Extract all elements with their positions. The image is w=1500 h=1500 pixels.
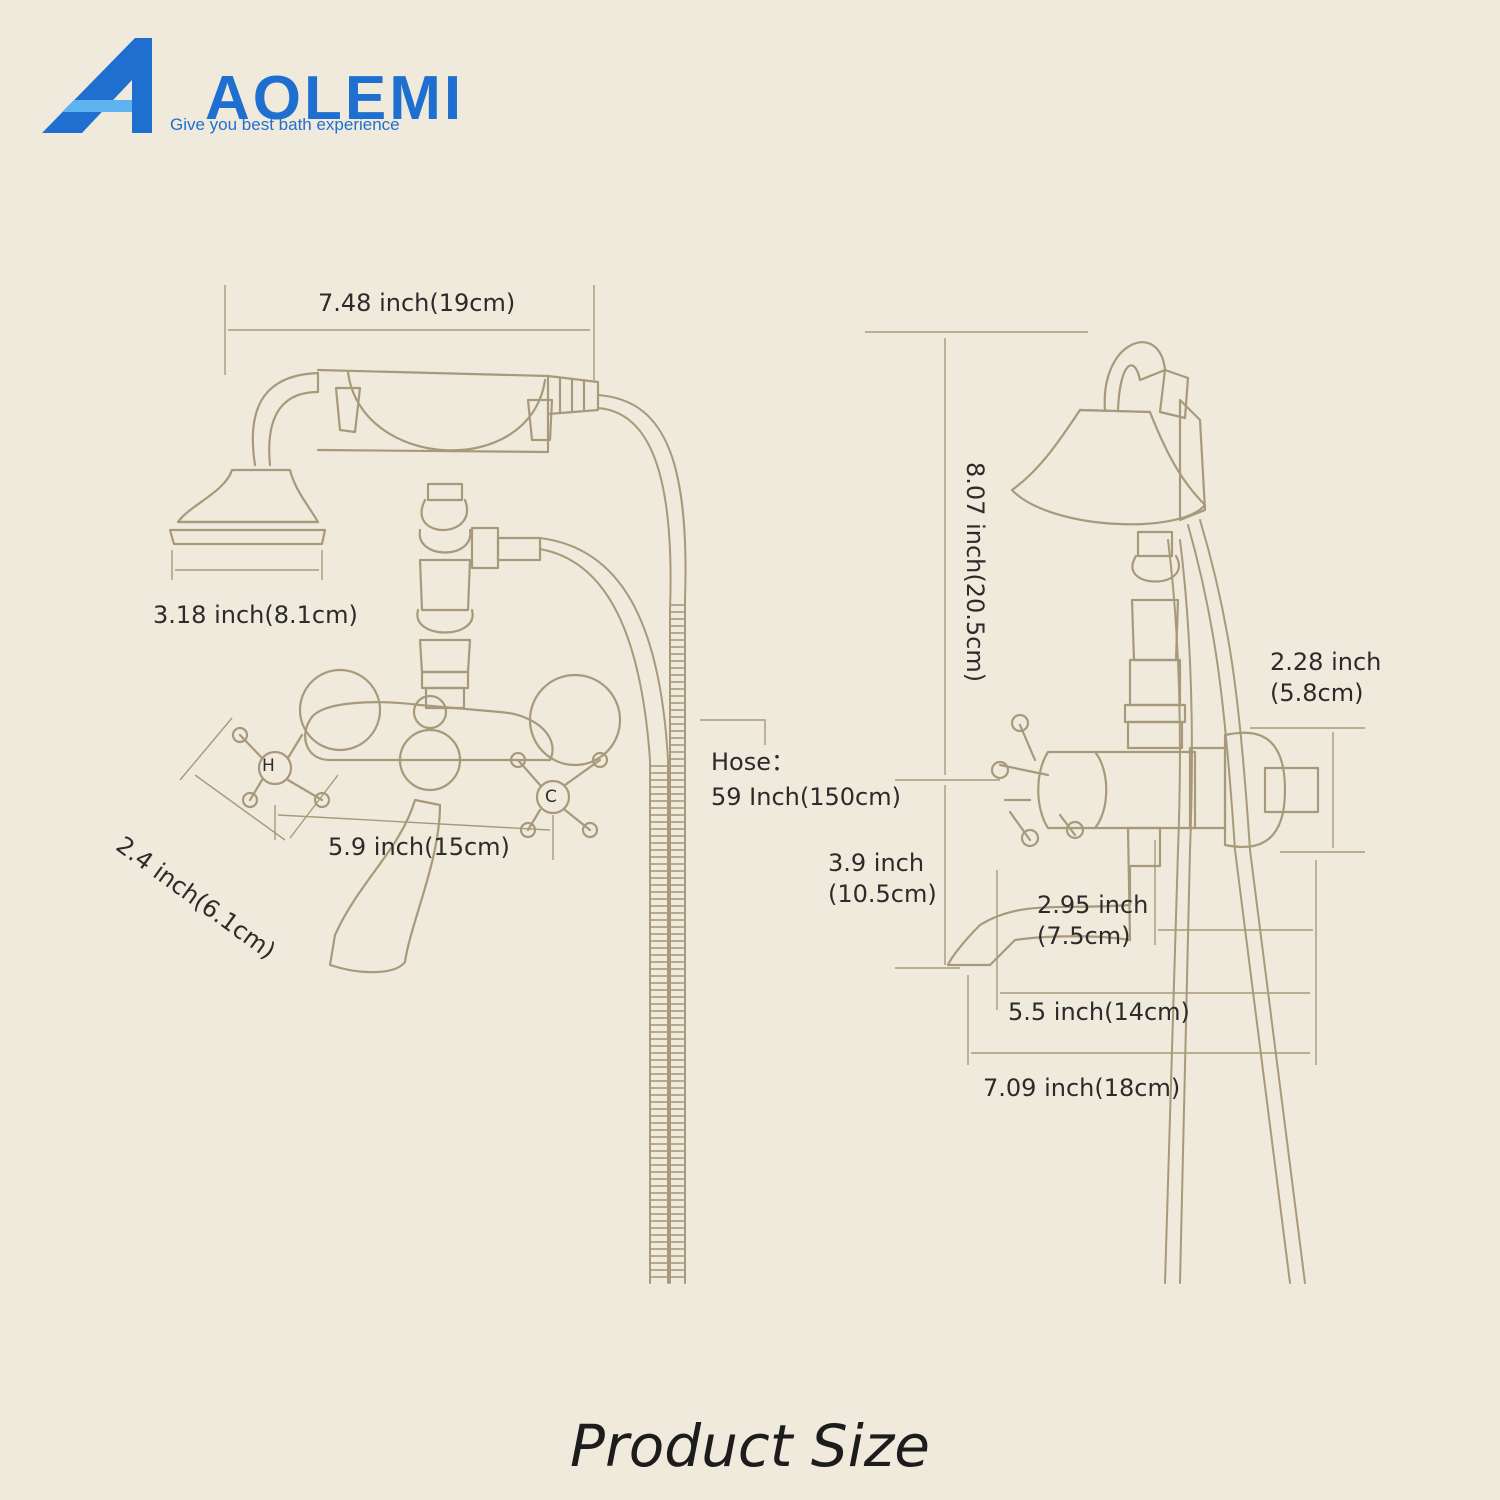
long-hose [597, 394, 687, 1284]
label-total-height: 8.07 inch(20.5cm) [961, 462, 989, 683]
front-view-drawing [168, 368, 687, 1284]
side-spout [946, 826, 1162, 967]
label-handshower-length: 7.48 inch(19cm) [318, 289, 516, 317]
label-flange-diameter-2: (5.8cm) [1270, 679, 1364, 707]
side-shower-head [1010, 408, 1207, 526]
label-spout-height-1: 3.9 inch [828, 849, 925, 877]
label-hose-length: 59 Inch(150cm) [711, 783, 901, 811]
label-spout-reach: 5.5 inch(14cm) [1008, 998, 1190, 1026]
label-total-depth: 7.09 inch(18cm) [983, 1074, 1181, 1102]
side-mixer-body [1037, 750, 1197, 830]
dimension-lines [171, 285, 1365, 1065]
brand-logo: AOLEMI Give you best bath experience [40, 30, 461, 145]
cold-mark: C [545, 787, 557, 807]
brand-name: AOLEMI [205, 64, 465, 133]
label-depth-2: (7.5cm) [1037, 922, 1131, 950]
hot-mark: H [262, 756, 275, 776]
label-depth-1: 2.95 inch [1037, 891, 1149, 919]
page-title: Product Size [569, 1412, 930, 1480]
side-view-drawing [946, 341, 1320, 1284]
cold-handle [509, 751, 609, 839]
label-spout-height-2: (10.5cm) [828, 880, 937, 908]
diverter-knob [398, 728, 462, 792]
shower-head-bell [176, 468, 320, 524]
brand-tagline: Give you best bath experience [170, 115, 400, 134]
side-shower-arm [1103, 341, 1167, 412]
label-flange-diameter-1: 2.28 inch [1270, 648, 1382, 676]
brand-logo-mark [42, 38, 152, 133]
label-center-spacing: 5.9 inch(15cm) [328, 833, 510, 861]
side-hose [1187, 519, 1306, 1284]
mixer-body [304, 701, 554, 762]
tub-spout [328, 798, 442, 974]
handshower-neck [251, 371, 320, 467]
cradle-body [316, 368, 550, 454]
label-shower-head-diameter: 3.18 inch(8.1cm) [153, 601, 358, 629]
hot-handle [231, 726, 331, 809]
label-hose: Hose： [711, 748, 795, 776]
riser-column [426, 482, 464, 502]
